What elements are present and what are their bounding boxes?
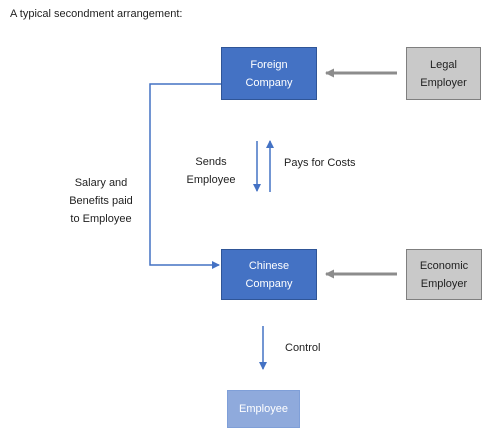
salary-benefits-arrow [149,83,221,269]
legal-employer-box: Legal Employer [406,47,481,100]
salary-benefits-label: Salary and Benefits paid to Employee [69,177,133,225]
foreign-company-box: Foreign Company [221,47,317,100]
employee-label: Employee [239,403,288,415]
chinese-company-label: Chinese Company [245,259,293,290]
economic-employer-box: Economic Employer [406,249,482,300]
employee-box: Employee [227,390,300,428]
control-label: Control [285,342,321,354]
chinese-company-box: Chinese Company [221,249,317,300]
sends-employee-label: Sends Employee [186,156,236,186]
legal-employer-label: Legal Employer [420,58,467,89]
economic-employer-label: Economic Employer [419,259,469,290]
pays-for-costs-label: Pays for Costs [284,157,356,169]
diagram-caption: A typical secondment arrangement: [10,8,183,20]
foreign-company-label: Foreign Company [245,58,293,89]
